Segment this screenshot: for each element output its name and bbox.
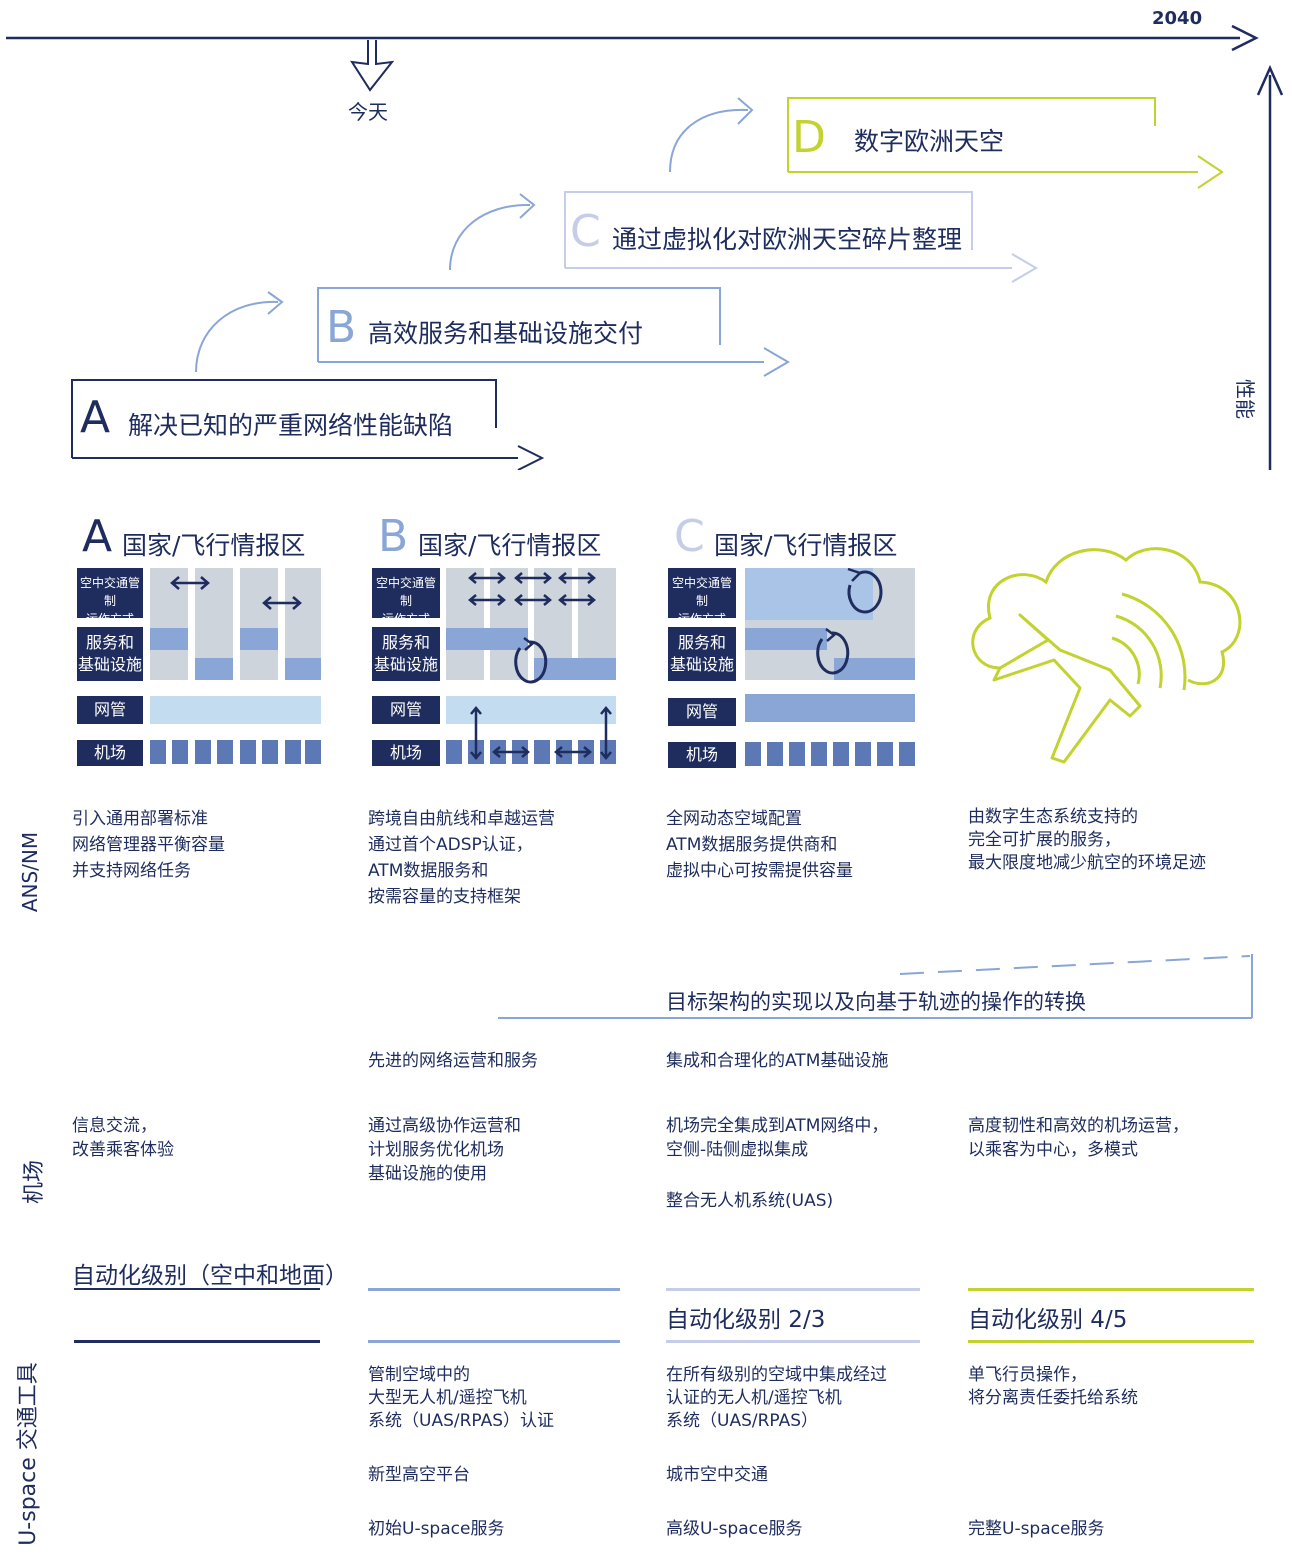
nm-label: 网管 bbox=[668, 698, 736, 726]
roadmap-graphic bbox=[6, 24, 1284, 470]
panel-b-letter: B bbox=[378, 511, 409, 562]
stage-d-title: 数字欧洲天空 bbox=[854, 127, 1005, 156]
airport-text-a: 信息交流，改善乘客体验 bbox=[72, 1116, 174, 1160]
panel-c-title: 国家/飞行情报区 bbox=[714, 531, 898, 560]
uspace-side-label: U-space 交通工具 bbox=[16, 1362, 41, 1546]
uas-text: 整合无人机系统(UAS) bbox=[666, 1191, 834, 1211]
automation-title: 自动化级别（空中和地面） bbox=[72, 1263, 348, 1289]
airport-text-c: 机场完全集成到ATM网络中，空侧-陆侧虚拟集成 bbox=[666, 1116, 889, 1160]
stage-d-letter: D bbox=[792, 112, 826, 163]
ans-side-label: ANS/NM bbox=[18, 831, 42, 913]
atc-label: 空中交通管制运作方式 bbox=[372, 568, 440, 626]
panel-c-letter: C bbox=[674, 511, 705, 562]
airport-text-d: 高度韧性和高效的机场运营，以乘客为中心，多模式 bbox=[968, 1116, 1189, 1160]
ans-text-b: 跨境自由航线和卓越运营通过首个ADSP认证，ATM数据服务和按需容量的支持框架 bbox=[368, 809, 555, 907]
airport-label: 机场 bbox=[77, 740, 143, 766]
performance-label: 性能 bbox=[1233, 379, 1257, 419]
atc-label: 空中交通管制运作方式 bbox=[668, 568, 736, 626]
today-label: 今天 bbox=[348, 100, 388, 124]
uspace-text-b: 管制空域中的大型无人机/遥控飞机系统（UAS/RPAS）认证 bbox=[368, 1365, 554, 1431]
airport-text-b: 通过高级协作运营和计划服务优化机场基础设施的使用 bbox=[368, 1116, 521, 1184]
atc-label: 空中交通管制运作方式 bbox=[77, 568, 143, 626]
services-label: 服务和基础设施 bbox=[77, 627, 143, 681]
uspace-row2-c: 城市空中交通 bbox=[666, 1465, 768, 1485]
target-architecture-wedge bbox=[498, 954, 1253, 1019]
services-label: 服务和基础设施 bbox=[668, 627, 736, 681]
uspace-row3-c: 高级U-space服务 bbox=[666, 1519, 803, 1539]
stage-c-letter: C bbox=[570, 206, 601, 257]
ans-text-a: 引入通用部署标准网络管理器平衡容量并支持网络任务 bbox=[72, 809, 225, 881]
services-label: 服务和基础设施 bbox=[372, 627, 440, 681]
airport-side-label: 机场 bbox=[22, 1160, 47, 1205]
ans-text-d: 由数字生态系统支持的完全可扩展的服务，最大限度地减少航空的环境足迹 bbox=[968, 807, 1206, 873]
stage-a-title: 解决已知的严重网络性能缺陷 bbox=[128, 411, 454, 440]
timeline-year: 2040 bbox=[1152, 8, 1203, 29]
airport-label: 机场 bbox=[668, 742, 736, 768]
uspace-text-c: 在所有级别的空域中集成经过认证的无人机/遥控飞机系统（UAS/RPAS） bbox=[666, 1365, 887, 1431]
nm-label: 网管 bbox=[372, 696, 440, 724]
nm-label: 网管 bbox=[77, 696, 143, 724]
uspace-row3-d: 完整U-space服务 bbox=[968, 1519, 1105, 1539]
integration-arrows-icon bbox=[468, 572, 612, 760]
stage-a-letter: A bbox=[80, 392, 111, 443]
stage-c-title: 通过虚拟化对欧洲天空碎片整理 bbox=[612, 225, 963, 254]
exchange-arrow-icon bbox=[170, 576, 210, 590]
panel-a-title: 国家/飞行情报区 bbox=[122, 531, 306, 560]
exchange-arrow-icon bbox=[262, 596, 302, 610]
airport-label: 机场 bbox=[372, 740, 440, 766]
mid-text-c: 集成和合理化的ATM基础设施 bbox=[666, 1051, 889, 1071]
automation-level-c: 自动化级别 2/3 bbox=[666, 1307, 826, 1333]
automation-level-d: 自动化级别 4/5 bbox=[968, 1307, 1128, 1333]
mid-text-b: 先进的网络运营和服务 bbox=[368, 1051, 538, 1071]
virtualization-cycle-icon bbox=[816, 567, 883, 675]
panel-a-letter: A bbox=[82, 511, 113, 562]
stage-b-title: 高效服务和基础设施交付 bbox=[368, 319, 644, 348]
target-architecture-label: 目标架构的实现以及向基于轨迹的操作的转换 bbox=[666, 990, 1086, 1014]
panel-b-title: 国家/飞行情报区 bbox=[418, 531, 602, 560]
cloud-plane-icon bbox=[971, 547, 1242, 764]
uspace-row3-b: 初始U-space服务 bbox=[368, 1519, 505, 1539]
stage-b-letter: B bbox=[326, 302, 357, 353]
uspace-row2-b: 新型高空平台 bbox=[368, 1465, 470, 1485]
uspace-text-d: 单飞行员操作，将分离责任委托给系统 bbox=[968, 1365, 1138, 1408]
